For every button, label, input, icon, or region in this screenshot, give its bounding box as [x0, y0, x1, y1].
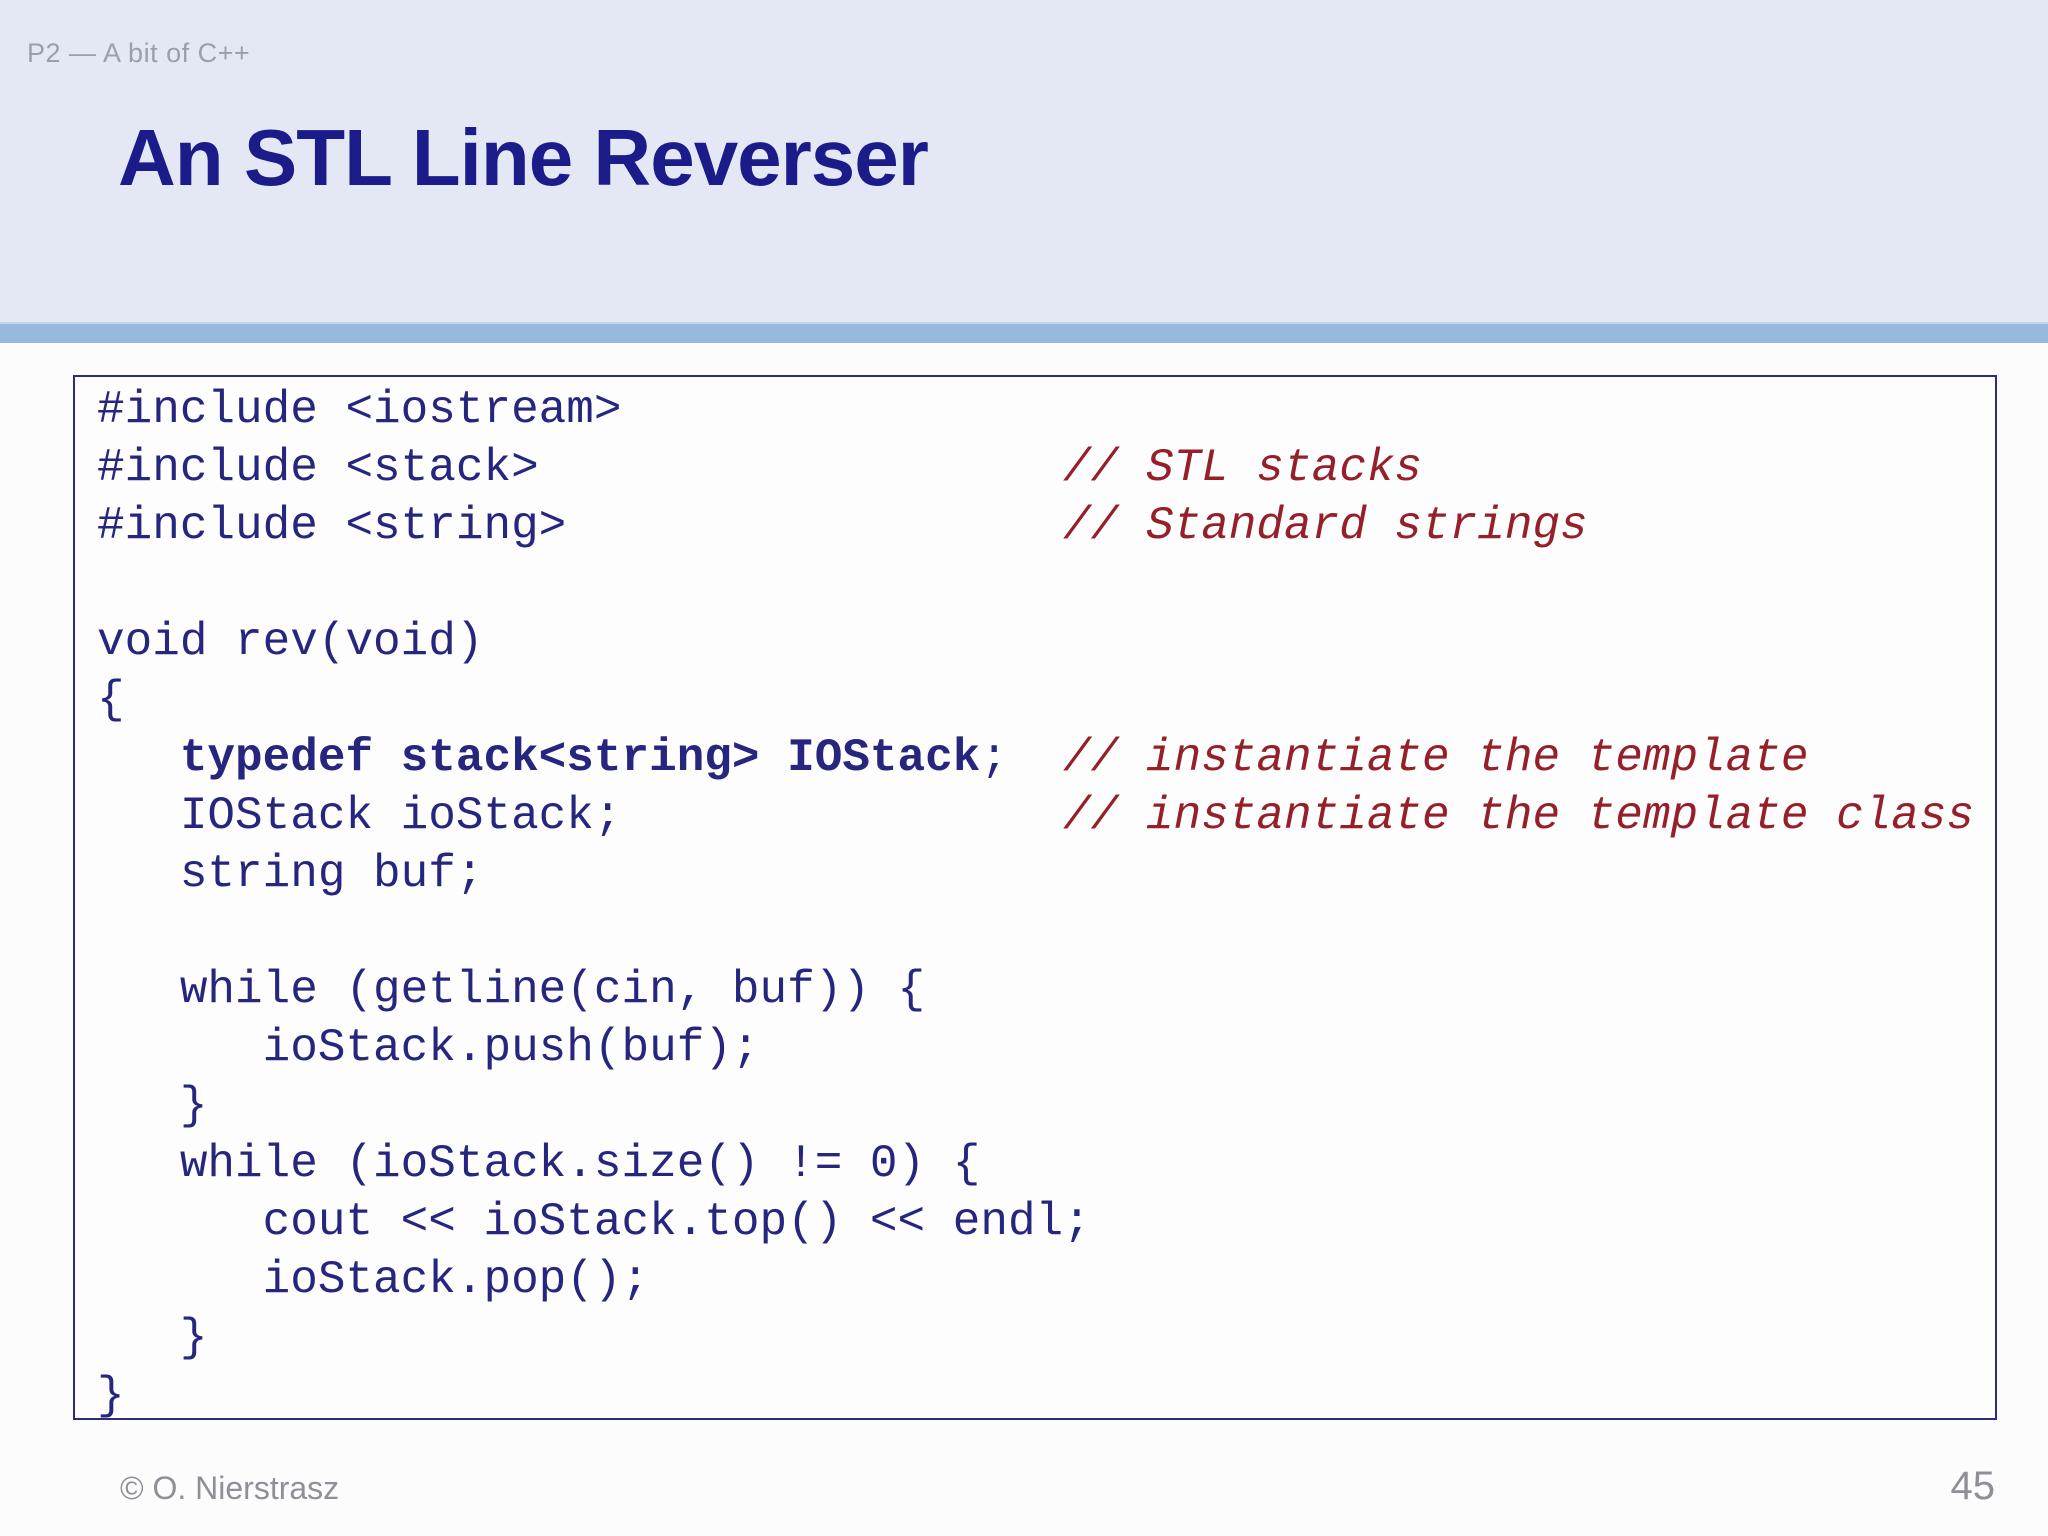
- code-text: }: [97, 1312, 208, 1364]
- code-text: string buf;: [97, 848, 484, 900]
- code-line: }: [97, 1077, 1995, 1135]
- code-comment: // instantiate the template: [1063, 732, 1809, 784]
- code-line: string buf;: [97, 845, 1995, 903]
- code-line: while (getline(cin, buf)) {: [97, 961, 1995, 1019]
- code-text: cout << ioStack.top() << endl;: [97, 1196, 1091, 1248]
- footer-copyright: © O. Nierstrasz: [120, 1470, 340, 1506]
- code-line: ioStack.pop();: [97, 1251, 1995, 1309]
- code-line: {: [97, 671, 1995, 729]
- header-band: P2 — A bit of C++ An STL Line Reverser: [0, 0, 2048, 322]
- course-label: P2 — A bit of C++: [27, 38, 251, 68]
- code-box: #include <iostream>#include <stack> // S…: [73, 375, 1997, 1420]
- divider-bar: [0, 322, 2048, 343]
- code-line: }: [97, 1367, 1995, 1420]
- code-comment: // STL stacks: [1063, 442, 1423, 494]
- code-line: #include <stack> // STL stacks: [97, 439, 1995, 497]
- code-line: while (ioStack.size() != 0) {: [97, 1135, 1995, 1193]
- code-line: ioStack.push(buf);: [97, 1019, 1995, 1077]
- code-line: cout << ioStack.top() << endl;: [97, 1193, 1995, 1251]
- code-line: IOStack ioStack; // instantiate the temp…: [97, 787, 1995, 845]
- code-text: ioStack.pop();: [97, 1254, 650, 1306]
- code-text: while (ioStack.size() != 0) {: [97, 1138, 981, 1190]
- code-text: ;: [980, 732, 1064, 784]
- page-number: 45: [1950, 1464, 1996, 1508]
- code-text: #include <stack>: [97, 442, 1064, 494]
- code-text: }: [97, 1370, 125, 1420]
- code-block: #include <iostream>#include <stack> // S…: [75, 377, 1995, 1420]
- code-line: [97, 903, 1995, 961]
- code-text: #include <string>: [97, 500, 1064, 552]
- code-text: typedef stack<string> IOStack: [97, 732, 981, 784]
- code-text: {: [97, 674, 125, 726]
- code-line: }: [97, 1309, 1995, 1367]
- code-line: [97, 555, 1995, 613]
- code-text: IOStack ioStack;: [97, 790, 1064, 842]
- code-comment: // Standard strings: [1063, 500, 1588, 552]
- code-text: #include <iostream>: [97, 384, 622, 436]
- code-line: typedef stack<string> IOStack; // instan…: [97, 729, 1995, 787]
- code-comment: // instantiate the template class: [1063, 790, 1975, 842]
- slide-title: An STL Line Reverser: [118, 113, 929, 202]
- code-text: ioStack.push(buf);: [97, 1022, 760, 1074]
- code-text: void rev(void): [97, 616, 484, 668]
- code-line: #include <iostream>: [97, 381, 1995, 439]
- code-line: void rev(void): [97, 613, 1995, 671]
- code-text: }: [97, 1080, 208, 1132]
- code-text: while (getline(cin, buf)) {: [97, 964, 926, 1016]
- code-line: #include <string> // Standard strings: [97, 497, 1995, 555]
